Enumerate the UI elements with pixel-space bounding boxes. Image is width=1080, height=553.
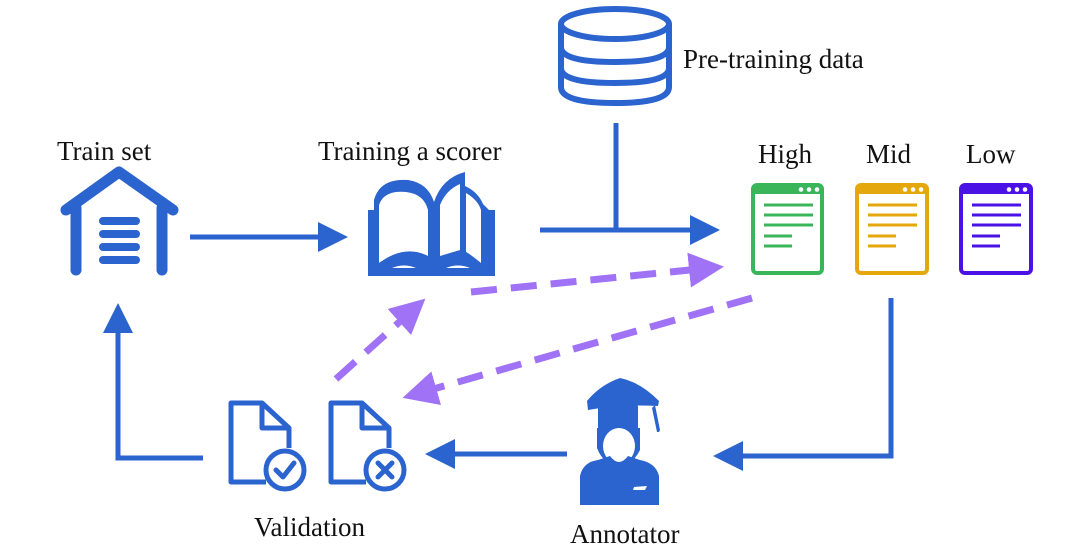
warehouse-icon bbox=[60, 166, 179, 276]
train-set-label: Train set bbox=[57, 136, 152, 166]
low-label: Low bbox=[966, 139, 1016, 169]
mid-document-icon bbox=[855, 183, 929, 275]
dashed-arrow-scorer-to-quality bbox=[470, 252, 724, 296]
arrow-validation-to-trainset bbox=[103, 303, 203, 461]
file-cross-icon bbox=[328, 400, 407, 492]
high-document-icon bbox=[751, 183, 824, 275]
arrow-quality-to-annotator bbox=[713, 298, 894, 471]
dashed-arrow-quality-to-validation bbox=[402, 294, 753, 406]
scorer-label: Training a scorer bbox=[318, 136, 501, 166]
low-document-icon bbox=[959, 183, 1033, 275]
database-icon bbox=[558, 6, 672, 107]
pretraining-label: Pre-training data bbox=[683, 44, 864, 74]
mid-label: Mid bbox=[866, 139, 912, 169]
file-check-icon bbox=[228, 400, 307, 492]
graduate-person-icon bbox=[580, 378, 660, 505]
high-label: High bbox=[758, 139, 813, 169]
annotator-label: Annotator bbox=[570, 519, 679, 549]
open-book-icon bbox=[368, 172, 495, 276]
dashed-arrow-validation-to-scorer bbox=[333, 298, 426, 382]
validation-label: Validation bbox=[254, 512, 365, 542]
